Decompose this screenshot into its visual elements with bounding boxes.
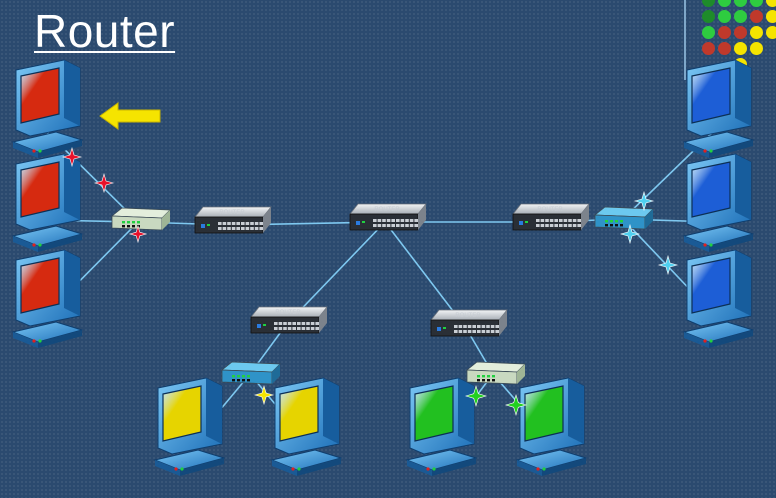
decorative-dot: [750, 10, 763, 23]
decorative-dot: [702, 26, 715, 39]
slide-title: Router: [34, 5, 176, 57]
hub: [220, 361, 281, 385]
decorative-dot: [734, 10, 747, 23]
decorative-dot: [734, 0, 747, 7]
packet-marker: [633, 190, 655, 212]
hub: [465, 361, 526, 385]
computer: [270, 377, 343, 476]
decorative-dot: [702, 42, 715, 55]
decorative-dot: [766, 10, 776, 23]
hub: [593, 206, 654, 230]
decorative-dot: [766, 0, 776, 7]
decorative-dot: [718, 26, 731, 39]
router: ROUTER: [512, 203, 590, 231]
decorative-dot: [766, 26, 776, 39]
packet-marker: [128, 224, 148, 244]
decorative-dot: [734, 26, 747, 39]
decorative-dot: [734, 42, 747, 55]
computer: [682, 249, 755, 348]
computer: [515, 377, 588, 476]
decorative-dot: [702, 0, 715, 7]
packet-marker: [464, 384, 488, 408]
arrow-pointer: [99, 102, 161, 130]
packet-marker: [253, 384, 275, 406]
decorative-dot: [702, 10, 715, 23]
computer: [153, 377, 226, 476]
decorative-dot-grid: [696, 0, 776, 71]
packet-marker: [93, 172, 115, 194]
router: ROUTER: [349, 203, 427, 231]
decorative-dot: [750, 0, 763, 7]
router: ROUTER: [194, 206, 272, 234]
computer: [11, 153, 84, 252]
computer: [682, 153, 755, 252]
computer: [682, 59, 755, 158]
router: ROUTER: [430, 309, 508, 337]
router: ROUTER: [250, 306, 328, 334]
router-label: ROUTER: [537, 207, 563, 213]
decorative-dot: [718, 10, 731, 23]
decorative-dot: [750, 26, 763, 39]
computer: [11, 249, 84, 348]
decorative-line: [684, 0, 686, 80]
link-layer: [44, 129, 716, 441]
router-label: ROUTER: [455, 313, 481, 319]
packet-marker: [504, 393, 528, 417]
computer: [11, 59, 84, 158]
packet-marker: [657, 254, 679, 276]
packet-marker: [619, 223, 641, 245]
hub: [110, 207, 171, 231]
decorative-dot: [718, 0, 731, 7]
packet-marker: [61, 146, 83, 168]
router-label: ROUTER: [275, 310, 301, 316]
router-label: ROUTER: [219, 210, 245, 216]
computer: [405, 377, 478, 476]
decorative-dot: [750, 42, 763, 55]
decorative-dot: [718, 42, 731, 55]
router-label: ROUTER: [374, 207, 400, 213]
